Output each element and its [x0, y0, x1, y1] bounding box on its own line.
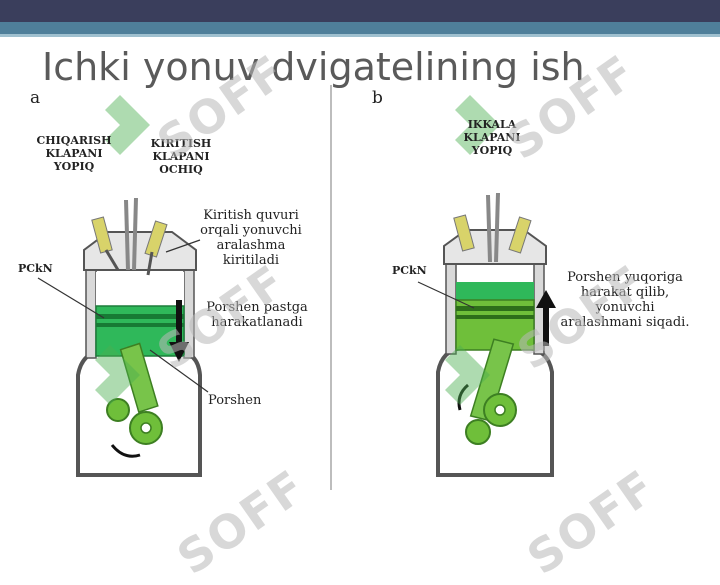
down-arrow-a [169, 300, 189, 362]
cylinder-wall-left-b [445, 261, 457, 355]
piston-ring-a2 [96, 323, 184, 327]
watermark-leaf-icon [105, 95, 150, 155]
valve-left-b [453, 214, 475, 252]
fuel-mixture-a [96, 272, 184, 308]
pushrod-b2 [494, 192, 500, 263]
pushrod-a1 [124, 199, 130, 271]
watermark-leaf-group [95, 95, 500, 405]
rotation-arrow-b [457, 383, 470, 411]
piston-ring-b2 [456, 315, 534, 319]
panel-a-letter: a [30, 88, 41, 108]
crank-hub-b [494, 404, 506, 416]
leader-piston-a [149, 349, 209, 393]
title-container: Ichki yonuv dvigatelining ish [0, 37, 720, 89]
exhaust-valve-label-a: CHIQARISH KLAPANI YOPIQ [36, 134, 112, 173]
rotation-arrow-a [110, 444, 141, 458]
leader-cylinder-a [37, 277, 105, 319]
exhaust-valve-a [91, 216, 120, 271]
crank-pin-a [106, 398, 130, 422]
leader-cylinder-b [417, 281, 475, 309]
pushrod-b1 [486, 194, 492, 263]
cylinder-label-a: PCkN [18, 262, 53, 275]
panel-divider [330, 85, 332, 490]
watermark-leaf-icon [455, 95, 500, 155]
intake-note-a: Kiritish quvuri orqali yonuvchi aralashm… [200, 208, 302, 268]
compressed-mixture-b [456, 282, 534, 300]
crank-hub-a [140, 422, 152, 434]
slide-accent-line [0, 34, 720, 37]
leader-intake-a [165, 239, 201, 253]
cylinder-label-b: PCkN [392, 264, 427, 277]
piston-ring-b1 [456, 306, 534, 311]
slide-accent-bar [0, 22, 720, 34]
intake-valve-label-a: KIRITISH KLAPANI OCHIQ [150, 137, 212, 176]
watermark-leaf-icon [445, 345, 490, 405]
motion-note-a: Porshen pastga harakatlanadi [206, 300, 308, 330]
panel-b-letter: b [372, 88, 383, 108]
engine-diagram [37, 95, 556, 477]
piston-ring-a1 [96, 314, 184, 319]
slide-title: Ichki yonuv dvigatelining ish [42, 45, 585, 89]
piston-label-a: Porshen [208, 393, 262, 408]
watermark-leaf-icon [95, 345, 140, 405]
pushrod-a2 [132, 197, 138, 271]
engine-b [417, 192, 556, 477]
crank-pin-b [465, 419, 491, 445]
connecting-rod-a [119, 342, 159, 414]
up-arrow-b [536, 290, 556, 346]
engine-a [37, 197, 209, 477]
intake-valve-a [144, 220, 168, 276]
slide-top-bar [0, 0, 720, 22]
valve-right-b [508, 216, 532, 254]
motion-note-b: Porshen yuqoriga harakat qilib, yonuvchi… [560, 270, 690, 330]
valves-label-b: IKKALA KLAPANI YOPIQ [463, 118, 521, 157]
cylinder-wall-left-a [85, 267, 97, 359]
